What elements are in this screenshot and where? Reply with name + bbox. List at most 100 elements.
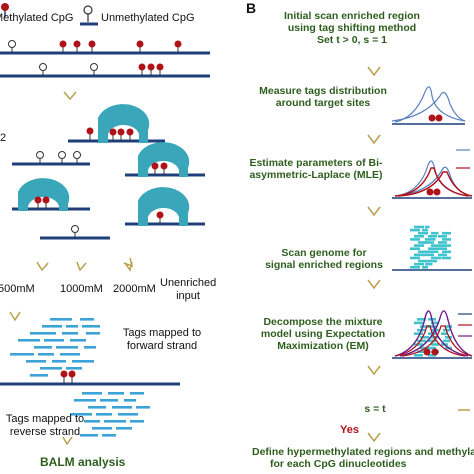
cpg-site — [156, 63, 164, 76]
cpg-site — [136, 40, 144, 53]
tag-distribution-plot — [391, 86, 466, 125]
scan-tag — [418, 259, 428, 263]
forward-tag — [56, 346, 78, 349]
reverse-tag — [116, 427, 132, 430]
forward-tag — [66, 325, 78, 328]
reverse-strand-label: Tags mapped to reverse strand — [5, 413, 85, 438]
scan-tag — [428, 259, 437, 263]
arrow-step-3 — [367, 206, 381, 217]
step-1-line: Initial scan enriched region — [284, 10, 420, 22]
forward-tag — [50, 318, 72, 321]
step-6-line: s = t — [364, 403, 386, 415]
forward-tag — [72, 360, 94, 363]
forward-tag — [42, 325, 62, 328]
mixture-tag — [431, 321, 439, 325]
scan-tag — [442, 238, 451, 241]
scan-tag — [425, 250, 439, 254]
scan-tag — [438, 253, 447, 257]
scan-tag — [438, 235, 447, 238]
scan-tag — [442, 250, 451, 254]
condition-label-1: 500mM — [0, 283, 35, 295]
mbd-protein-icon — [138, 142, 190, 177]
reverse-strand-tags — [70, 392, 150, 437]
mixture-tag — [414, 332, 423, 335]
cpg-site — [36, 151, 44, 164]
cpg-site — [68, 370, 76, 384]
step-5-line: Decompose the mixture — [263, 316, 383, 328]
left-panel — [0, 3, 210, 446]
mixture-tag — [428, 325, 436, 328]
mixture-tag — [441, 332, 448, 335]
reverse-tag — [108, 392, 124, 395]
step-7-line: for each CpG dinucleotides — [270, 458, 407, 471]
mixture-tag — [414, 321, 423, 325]
scan-tag — [422, 266, 428, 269]
cpg-site — [60, 370, 68, 384]
arrow-step-1 — [367, 66, 381, 77]
mixture-tag — [417, 350, 426, 353]
arrow-step-5 — [367, 365, 381, 376]
reverse-tag — [136, 406, 150, 409]
scan-tag — [431, 256, 442, 260]
cpg-site — [8, 40, 16, 53]
step-7-text: Define hypermethylated regions and methy… — [252, 446, 474, 470]
forward-tag — [34, 346, 52, 349]
scan-tag — [442, 231, 451, 235]
reverse-tag — [80, 434, 98, 437]
cpg-site — [138, 63, 146, 76]
mixture-tag — [414, 354, 423, 357]
forward-tag — [52, 360, 66, 363]
mixture-tag — [428, 354, 436, 357]
cpg-site — [156, 211, 164, 224]
step-2-line: around target sites — [275, 97, 371, 110]
forward-tag — [30, 374, 48, 377]
scan-tag — [428, 247, 443, 250]
step-6-text: s = t — [340, 403, 410, 415]
forward-tag — [40, 367, 62, 370]
scan-tag — [438, 247, 447, 250]
cpg-site — [109, 128, 117, 141]
final-step-label: BALM analysis — [40, 455, 126, 469]
scan-tag — [410, 256, 420, 260]
cpg-site — [86, 127, 94, 141]
scan-genome-tags — [410, 225, 451, 269]
step-4-line: Scan genome for — [281, 247, 367, 259]
mixture-tag — [428, 339, 436, 343]
legend-methylated-label: Methylated CpG — [0, 12, 74, 24]
reverse-tag — [124, 399, 136, 402]
scan-tag — [425, 262, 433, 266]
scan-tag — [442, 244, 451, 247]
forward-tag — [62, 332, 78, 335]
forward-tag — [44, 339, 64, 342]
reverse-tag — [100, 399, 118, 402]
step-5-line: model using Expectation — [260, 328, 386, 341]
arrow-step-6 — [367, 432, 381, 443]
mixture-tag — [417, 339, 426, 343]
scan-tag — [422, 241, 434, 244]
mixture-tag — [445, 325, 452, 328]
cpg-site — [117, 128, 125, 141]
step-1-text: Initial scan enriched region using tag s… — [262, 10, 442, 46]
mbd-protein-icon — [18, 178, 70, 211]
scan-tag — [431, 244, 445, 247]
scan-tag — [414, 244, 424, 247]
scan-tag — [431, 231, 439, 235]
scan-tag — [442, 256, 451, 260]
arrow-step-4 — [367, 279, 381, 290]
forward-tag — [86, 332, 100, 335]
yes-label: Yes — [340, 424, 359, 436]
legend-methylated-icon — [1, 3, 9, 17]
arrow-down-3 — [62, 436, 73, 446]
reverse-tag — [70, 413, 92, 416]
arrow-condition-1 — [36, 261, 49, 272]
arrow-condition-2 — [76, 261, 87, 272]
forward-tag — [70, 339, 86, 342]
reverse-tag — [74, 399, 96, 402]
mixture-tag — [443, 339, 450, 343]
legend-unmethylated-icon — [80, 5, 98, 26]
arrow-step-2 — [367, 134, 381, 145]
step-7-line: Define hypermethylated regions and methy… — [252, 446, 474, 458]
forward-tag — [38, 353, 54, 356]
reverse-tag — [104, 420, 126, 423]
